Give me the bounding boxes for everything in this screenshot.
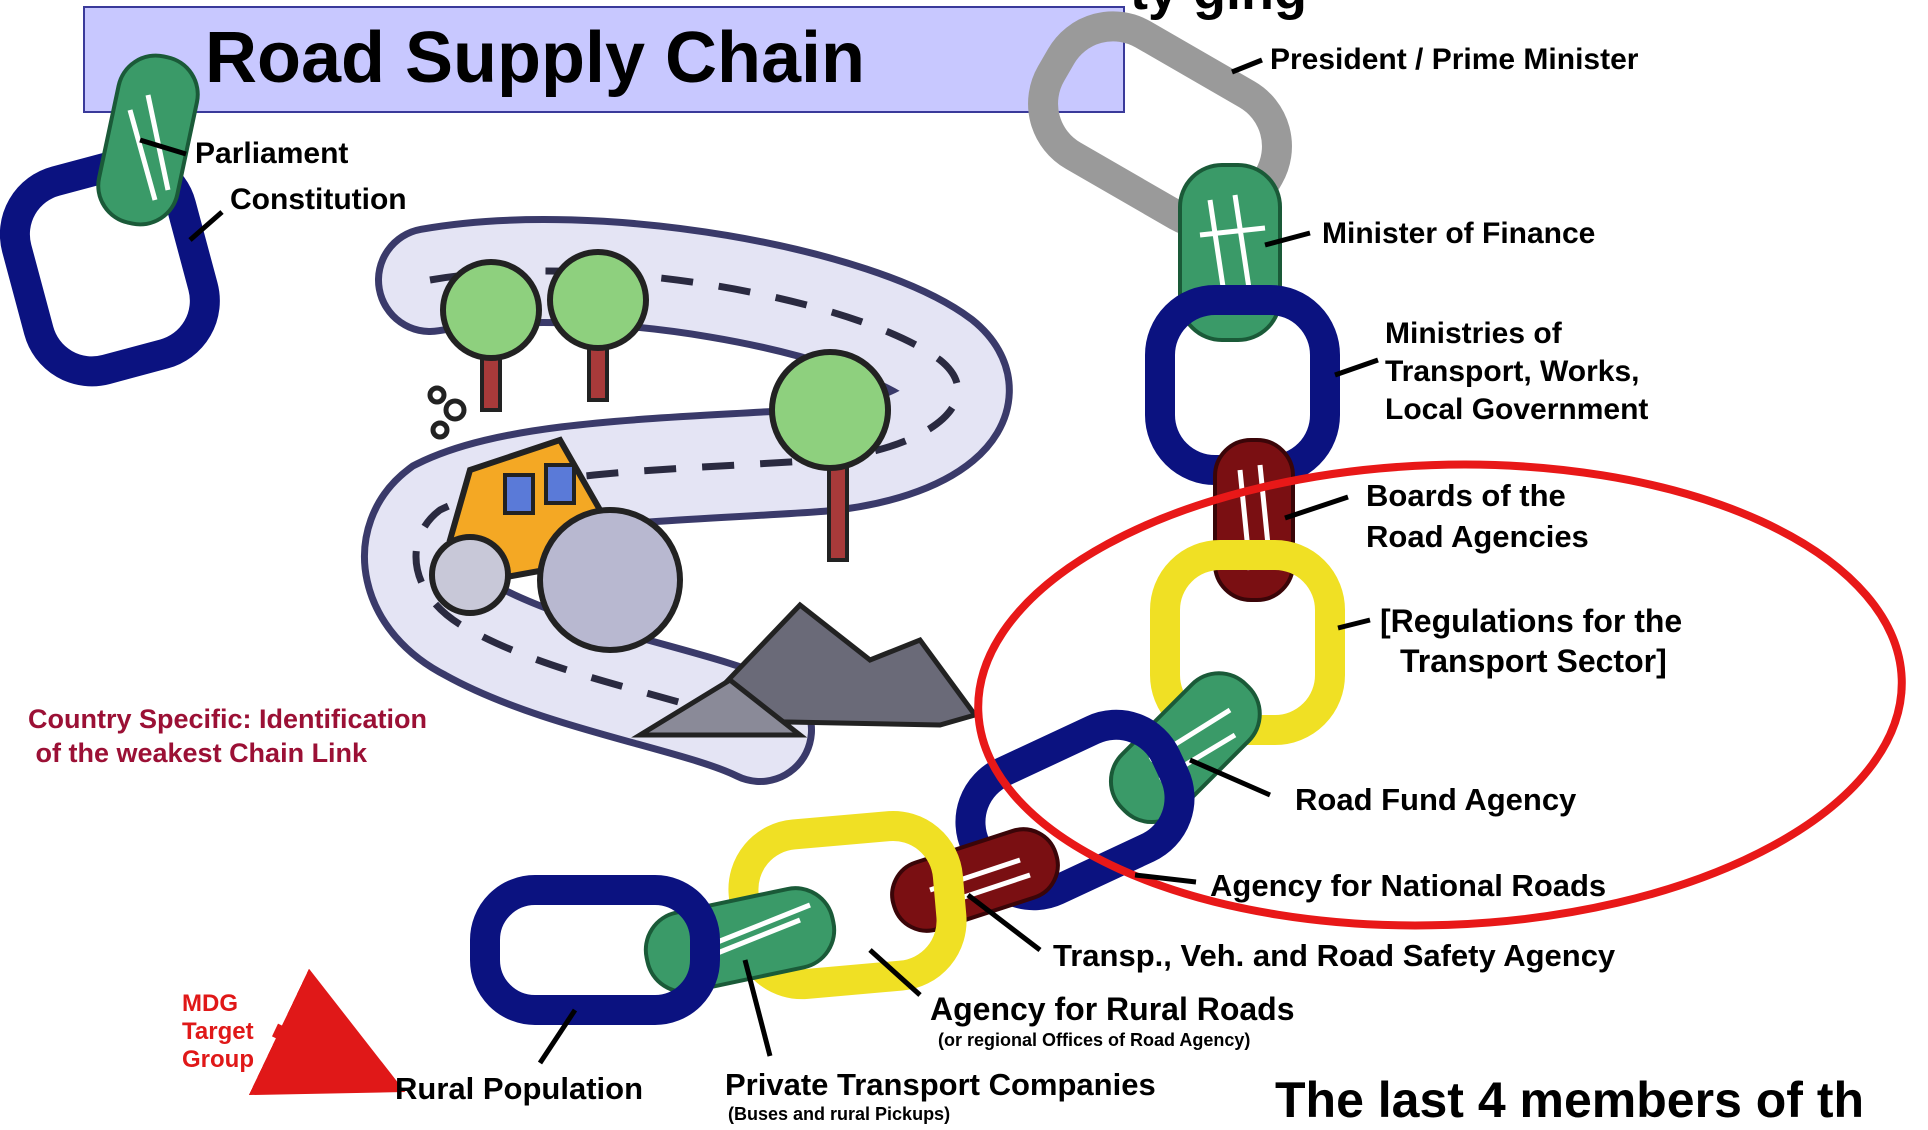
- label-president: President / Prime Minister: [1270, 43, 1639, 76]
- label-regulations-1: [Regulations for the: [1380, 603, 1683, 639]
- bottom-cut-text: The last 4 members of th: [1275, 1072, 1865, 1128]
- label-regulations-2: Transport Sector]: [1400, 643, 1667, 679]
- label-constitution: Constitution: [230, 183, 407, 216]
- label-private-transport-note: (Buses and rural Pickups): [728, 1104, 951, 1124]
- mdg-arrow-icon: [248, 968, 406, 1096]
- highlight-ellipse: [974, 460, 1906, 930]
- chain-link-boards: [1213, 438, 1295, 602]
- label-private-transport: Private Transport Companies: [725, 1067, 1156, 1102]
- label-parliament: Parliament: [195, 137, 349, 170]
- label-ministries-3: Local Government: [1385, 393, 1649, 426]
- page-title: Road Supply Chain: [205, 18, 866, 98]
- label-national-roads: Agency for National Roads: [1210, 868, 1607, 903]
- country-note-line-2: of the weakest Chain Link: [28, 738, 368, 768]
- road-roller-clipart: [361, 216, 1013, 785]
- leader-lines: [139, 57, 1379, 1065]
- mdg-line-1: MDG: [182, 990, 238, 1017]
- label-boards-2: Road Agencies: [1366, 519, 1589, 554]
- top-cut-text: ty ging: [1130, 0, 1307, 22]
- label-ministries-2: Transport, Works,: [1385, 355, 1640, 388]
- label-rural-population: Rural Population: [395, 1071, 643, 1106]
- label-finance: Minister of Finance: [1322, 217, 1596, 250]
- mdg-label: MDG Target Group: [182, 990, 254, 1074]
- mdg-line-3: Group: [182, 1046, 254, 1073]
- country-note-line-1: Country Specific: Identification: [28, 704, 428, 734]
- label-rural-roads: Agency for Rural Roads: [930, 991, 1295, 1027]
- label-safety: Transp., Veh. and Road Safety Agency: [1053, 938, 1616, 973]
- label-road-fund: Road Fund Agency: [1295, 782, 1577, 817]
- country-note: Country Specific: Identification of the …: [28, 702, 427, 770]
- label-rural-roads-note: (or regional Offices of Road Agency): [938, 1030, 1251, 1050]
- chain-link-constitution: [0, 148, 220, 387]
- label-ministries-1: Ministries of: [1385, 317, 1562, 350]
- mdg-line-2: Target: [182, 1018, 254, 1045]
- title-box: [83, 6, 1125, 113]
- label-boards-1: Boards of the: [1366, 478, 1566, 513]
- chain-link-rural-population: [470, 875, 720, 1025]
